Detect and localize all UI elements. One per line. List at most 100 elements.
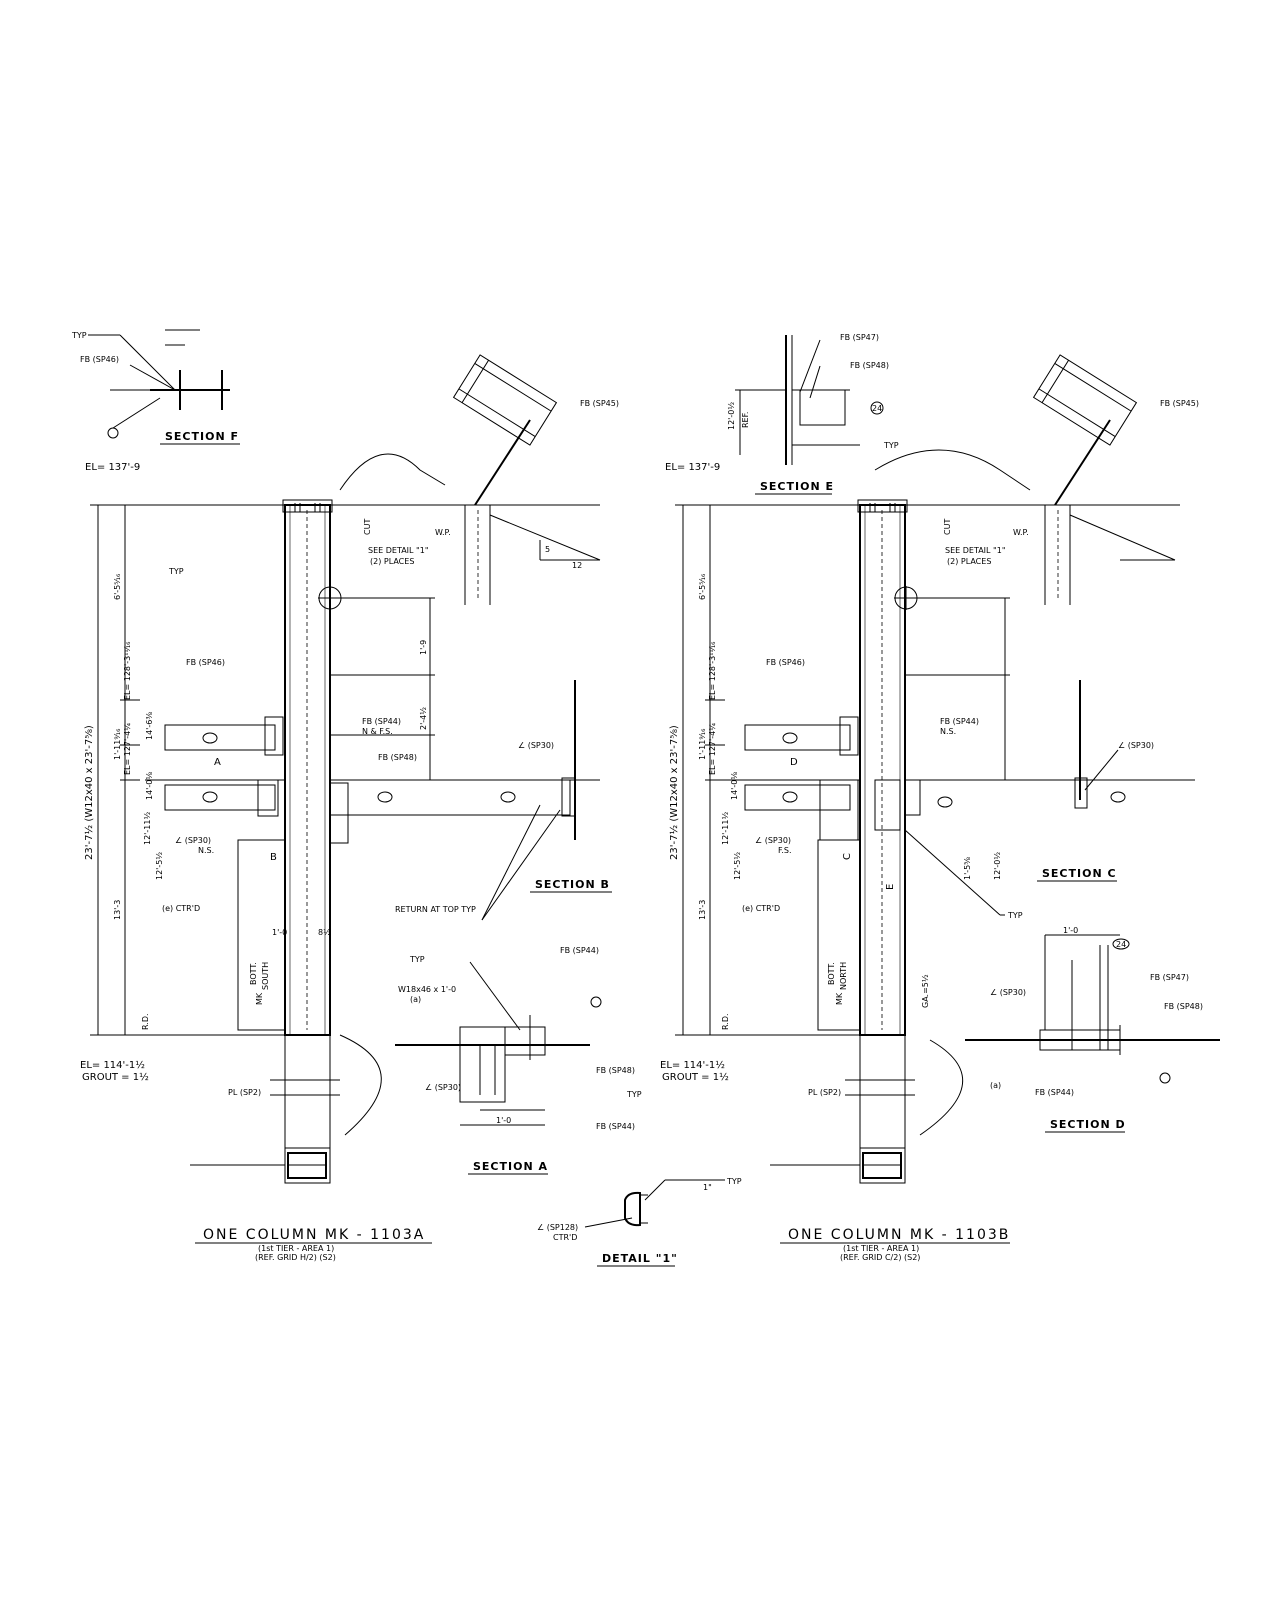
see-detail-note-b: SEE DETAIL "1" [945, 546, 1006, 555]
section-f-title: SECTION F [165, 430, 239, 443]
section-c-angle: ∠ (SP30) [1118, 741, 1154, 750]
dim-c: 12'-11½ [143, 812, 152, 845]
cut-label-b: CUT [943, 519, 952, 535]
column-sub1-a: (1st TIER - AREA 1) [258, 1244, 334, 1253]
section-a-typ2: TYP [626, 1090, 642, 1099]
dim-d: 12'-5½ [155, 852, 164, 880]
dim-1-9: 1'-9 [419, 640, 428, 655]
column-title-a: ONE COLUMN MK - 1103A [203, 1227, 425, 1243]
dim-mid: 1'-11⁹⁄₁₆ [113, 729, 122, 760]
cut-label: CUT [363, 519, 372, 535]
column-1103a [90, 354, 601, 1184]
rd-label-b: R.D. [721, 1013, 730, 1030]
detail-typ: TYP [726, 1177, 742, 1186]
section-c: ∠ (SP30) SECTION C [1037, 741, 1154, 882]
section-d-fb48: FB (SP48) [1164, 1002, 1203, 1011]
places-note-b: (2) PLACES [947, 557, 991, 566]
section-e-title: SECTION E [760, 480, 834, 493]
column-1103a-labels: EL= 137'-9 EL= 114'-1½ GROUT = 1½ 23'-7½… [80, 462, 582, 1262]
el-top-label-b: EL= 137'-9 [665, 462, 720, 473]
dim-top-b: 6'-5⁵⁄₁₆ [698, 574, 707, 600]
angle-sp30-label-b: ∠ (SP30) [755, 836, 791, 845]
section-d-dim: 1'-0 [1063, 926, 1078, 935]
pl-sp2-label-b: PL (SP2) [808, 1088, 841, 1097]
bott-label: BOTT. [249, 962, 258, 985]
ctrd-label-b: (e) CTR'D [742, 904, 780, 913]
pl-sp2-label: PL (SP2) [228, 1088, 261, 1097]
section-a-w18: W18x46 x 1'-0 [398, 985, 456, 994]
detail-ctrd: CTR'D [553, 1233, 577, 1242]
angle-sp30-label: ∠ (SP30) [175, 836, 211, 845]
el-lower: EL= 127'-4¼ [123, 723, 132, 775]
section-a-fb44-b: FB (SP44) [596, 1122, 635, 1131]
typ-label-b: TYP [1007, 911, 1023, 920]
section-d-a: (a) [990, 1081, 1001, 1090]
section-f: TYP FB (SP46) SECTION F [71, 329, 240, 445]
wp-label-b: W.P. [1013, 528, 1029, 537]
section-a-dim: 1'-0 [496, 1116, 511, 1125]
section-mark-a: A [214, 757, 221, 768]
section-a-fb44: FB (SP44) [560, 946, 599, 955]
dim-f-b: 1'-5⅝ [963, 857, 972, 880]
slope-5: 5 [545, 545, 550, 554]
balloon-24-d: 24 [1116, 940, 1126, 949]
fb-sp44-label-b: FB (SP44) [940, 717, 979, 726]
places-note: (2) PLACES [370, 557, 414, 566]
dim-a: 14'-6⅜ [145, 712, 154, 740]
wp-label: W.P. [435, 528, 451, 537]
fs-label-b: F.S. [778, 846, 791, 855]
ctrd-label: (e) CTR'D [162, 904, 200, 913]
section-e-fb48: FB (SP48) [850, 361, 889, 370]
fb-sp46-label: FB (SP46) [186, 658, 225, 667]
detail-1: ∠ (SP128) CTR'D TYP 1" DETAIL "1" [537, 1177, 742, 1267]
section-e-fb47: FB (SP47) [840, 333, 879, 342]
rd-label: R.D. [141, 1013, 150, 1030]
grout-label-b: GROUT = 1½ [662, 1071, 729, 1083]
mk-label: MK [255, 992, 264, 1005]
detail-title: DETAIL "1" [602, 1252, 678, 1265]
section-f-typ: TYP [71, 331, 87, 340]
column-title-b: ONE COLUMN MK - 1103B [788, 1227, 1010, 1243]
column-sub2-a: (REF. GRID H/2) (S2) [255, 1253, 336, 1262]
dim-c-b: 12'-11½ [721, 812, 730, 845]
ns-label: N.S. [198, 846, 214, 855]
ns-label-b: N.S. [940, 727, 956, 736]
section-e-typ: TYP [883, 441, 899, 450]
dim-mid-b: 1'-11⁹⁄₁₆ [698, 729, 707, 760]
section-d-title: SECTION D [1050, 1118, 1126, 1131]
section-b-title: SECTION B [535, 878, 610, 891]
section-a-angle: ∠ (SP30) [425, 1083, 461, 1092]
ga-label-b: GA.=5½ [921, 974, 930, 1008]
face-label: SOUTH [261, 962, 270, 990]
section-a-typ: TYP [409, 955, 425, 964]
ns-fs-label: N & F.S. [362, 727, 393, 736]
section-d-fb44: FB (SP44) [1035, 1088, 1074, 1097]
dim-d-b: 12'-5½ [733, 852, 742, 880]
dim-b-b: 14'-0⅛ [730, 772, 739, 800]
balloon-24-e: 24 [872, 404, 882, 413]
fb-sp44-label: FB (SP44) [362, 717, 401, 726]
dim-e-b: 12'-0½ [993, 852, 1002, 880]
el-upper-b: EL= 128'-3¹¹⁄₁₆ [708, 642, 717, 700]
section-e-dim: 12'-0½ [727, 402, 736, 430]
column-sub1-b: (1st TIER - AREA 1) [843, 1244, 919, 1253]
column-1103b-labels: EL= 137'-9 EL= 114'-1½ GROUT = 1½ 23'-7½… [660, 462, 1029, 1262]
section-b-angle: ∠ (SP30) [518, 741, 554, 750]
mk-label-b: MK [835, 992, 844, 1005]
fb-sp46-label-b: FB (SP46) [766, 658, 805, 667]
section-d-fb47: FB (SP47) [1150, 973, 1189, 982]
dim-2-4: 2'-4½ [419, 707, 428, 730]
section-a-fb48: FB (SP48) [596, 1066, 635, 1075]
section-a: TYP W18x46 x 1'-0 (a) FB (SP44) FB (SP48… [395, 946, 642, 1175]
el-lower-b: EL= 127'-4¼ [708, 723, 717, 775]
section-mark-d: D [790, 757, 798, 768]
dim-1-0: 1'-0 [272, 928, 287, 937]
section-d-angle: ∠ (SP30) [990, 988, 1026, 997]
dim-top: 6'-5⁵⁄₁₆ [113, 574, 122, 600]
dim-low-b: 13'-3 [698, 900, 707, 920]
section-mark-b: B [270, 852, 277, 863]
member-label-b: 23'-7½ (W12x40 x 23'-7⅝) [668, 725, 680, 860]
dim-b: 14'-0⅛ [145, 772, 154, 800]
fb-sp45-right: FB (SP45) [1160, 399, 1199, 408]
